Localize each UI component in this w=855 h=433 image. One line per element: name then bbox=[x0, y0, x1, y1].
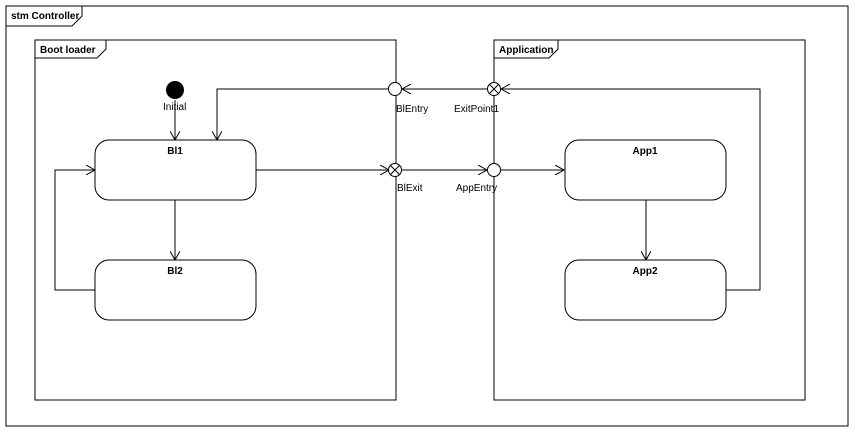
region-boot-loader-title: Boot loader bbox=[40, 45, 96, 56]
state-app2-label: App2 bbox=[633, 266, 658, 277]
app-entry-point[interactable]: AppEntry bbox=[456, 163, 501, 195]
region-boot-loader: Boot loader bbox=[34, 39, 397, 401]
bl-entry-point[interactable]: BlEntry bbox=[388, 82, 429, 116]
transition-app2-to-exitpoint1 bbox=[501, 89, 761, 291]
region-application-tab bbox=[494, 40, 559, 59]
outer-frame-tab bbox=[6, 6, 83, 27]
state-bl1-label: Bl1 bbox=[167, 146, 183, 157]
region-application-title: Application bbox=[499, 45, 553, 56]
transition-blentry-to-bl1 bbox=[217, 88, 389, 140]
bl-exit-point[interactable]: BlExit bbox=[388, 163, 423, 195]
state-bl1[interactable]: Bl1 bbox=[94, 139, 257, 201]
region-boot-loader-tab bbox=[35, 40, 107, 59]
state-bl2[interactable]: Bl2 bbox=[94, 259, 257, 321]
exit-point1-label: ExitPoint1 bbox=[454, 104, 499, 115]
initial-label: Initial bbox=[163, 102, 186, 113]
state-bl2-label: Bl2 bbox=[167, 266, 183, 277]
state-app1-label: App1 bbox=[633, 146, 658, 157]
initial-node bbox=[166, 81, 184, 99]
transition-bl2-to-bl1 bbox=[54, 170, 95, 291]
bl-exit-cross-icon bbox=[390, 165, 400, 175]
initial-pseudostate: Initial bbox=[163, 81, 186, 113]
region-application: Application bbox=[493, 39, 806, 401]
state-app1[interactable]: App1 bbox=[564, 139, 727, 201]
exit-point1-cross-icon bbox=[489, 84, 499, 94]
diagram-title: stm Controller bbox=[11, 11, 79, 22]
state-app2[interactable]: App2 bbox=[564, 259, 727, 321]
outer-frame: stm Controller bbox=[5, 5, 849, 427]
exit-point1[interactable]: ExitPoint1 bbox=[454, 82, 501, 116]
bl-entry-label: BlEntry bbox=[396, 104, 428, 115]
bl-exit-label: BlExit bbox=[397, 183, 423, 194]
app-entry-label: AppEntry bbox=[456, 183, 497, 194]
